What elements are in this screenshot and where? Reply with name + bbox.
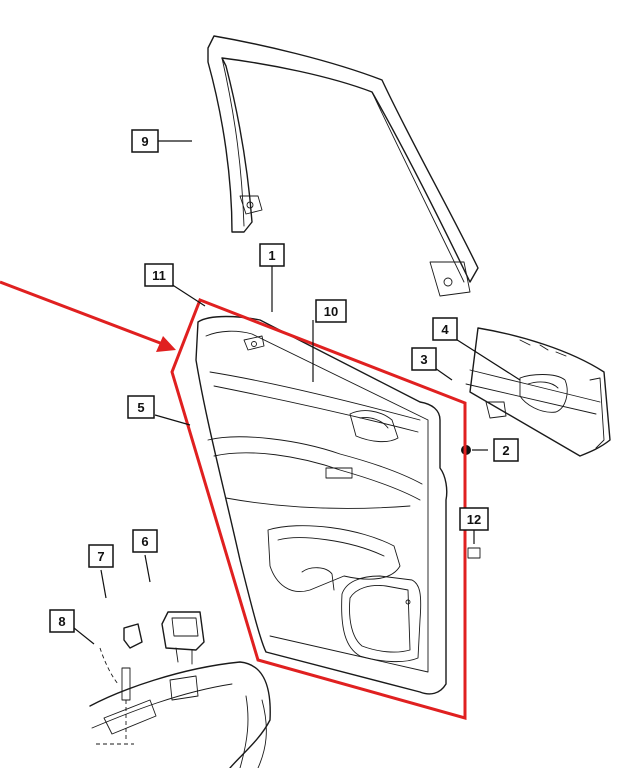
callout-4: 4 [432, 317, 458, 341]
svg-text:1: 1 [268, 248, 275, 263]
door-trim-panel-part [195, 315, 448, 695]
svg-text:8: 8 [58, 614, 65, 629]
svg-text:7: 7 [97, 549, 104, 564]
armrest-fragment-part [89, 661, 271, 768]
svg-text:11: 11 [152, 268, 166, 283]
screw-part [99, 647, 131, 740]
svg-text:9: 9 [141, 134, 148, 149]
callout-5: 5 [127, 395, 155, 419]
svg-text:6: 6 [141, 534, 148, 549]
callout-6: 6 [132, 529, 158, 553]
retainer-clip [467, 547, 481, 559]
callout-8: 8 [49, 609, 75, 633]
window-switch-part [161, 611, 205, 665]
highlight-outline [170, 298, 467, 720]
callout-9: 9 [131, 129, 159, 153]
svg-text:3: 3 [420, 352, 427, 367]
svg-text:5: 5 [137, 400, 144, 415]
door-shell-outer-handle-part [465, 327, 611, 457]
callout-12: 12 [459, 507, 489, 531]
glass-run-channel-part [207, 35, 479, 297]
callout-2: 2 [493, 438, 519, 462]
callout-10: 10 [315, 299, 347, 323]
switch-bezel-part [123, 623, 143, 649]
svg-text:12: 12 [467, 512, 481, 527]
callout-1: 1 [259, 243, 285, 267]
svg-text:2: 2 [502, 443, 509, 458]
svg-text:10: 10 [324, 304, 338, 319]
leader-lines [73, 140, 521, 645]
callout-7: 7 [88, 544, 114, 568]
callout-3: 3 [411, 347, 437, 371]
red-arrow [0, 280, 176, 352]
svg-text:4: 4 [441, 322, 449, 337]
callout-11: 11 [144, 263, 174, 287]
